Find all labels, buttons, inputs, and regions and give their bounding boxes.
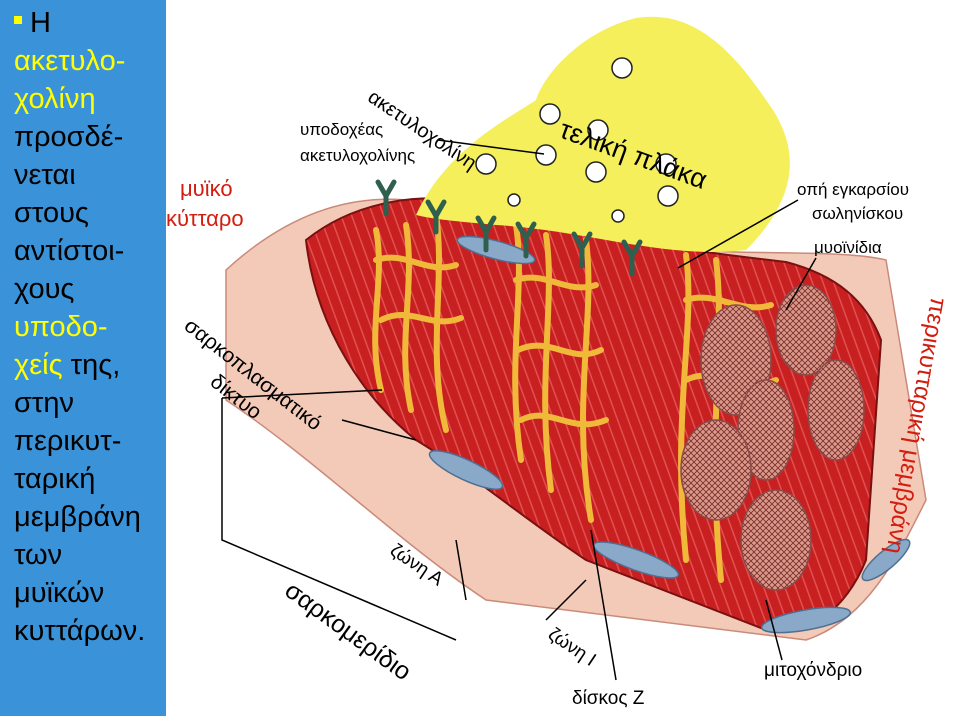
- sidebar-line: κυττάρων.: [14, 612, 164, 650]
- sidebar-line: νεται: [14, 156, 164, 194]
- label-muscle-cell-line2: κύτταρο: [166, 206, 244, 232]
- label-myofibrils: μυοϊνίδια: [814, 238, 882, 258]
- sidebar-line: υποδο-: [14, 308, 164, 346]
- sidebar-line: αντίστοι-: [14, 232, 164, 270]
- sidebar-line: ταρική: [14, 460, 164, 498]
- sidebar-line: ακετυλο-: [14, 42, 164, 80]
- sidebar-line: μυϊκών: [14, 574, 164, 612]
- sidebar-line: χους: [14, 270, 164, 308]
- sidebar-line-text: στους: [14, 197, 89, 229]
- sidebar-line-text: χολίνη: [14, 83, 96, 115]
- sidebar-line: χείς της,: [14, 346, 164, 384]
- sidebar-line: στην: [14, 384, 164, 422]
- sidebar-line-text: αντίστοι-: [14, 235, 124, 267]
- label-receptor-line2: ακετυλοχολίνης: [300, 146, 415, 166]
- label-muscle-cell-line1: μυϊκό: [180, 176, 233, 202]
- sidebar-line-text: των: [14, 539, 62, 571]
- label-mitochondrion: μιτοχόνδριο: [764, 660, 862, 682]
- sidebar-line-text: χείς: [14, 349, 63, 381]
- sidebar-line-text: στην: [14, 387, 74, 419]
- sidebar-line: προσδέ-: [14, 118, 164, 156]
- label-transverse-tubule-line1: οπή εγκαρσίου: [797, 180, 909, 200]
- sidebar-line-text: χους: [14, 273, 74, 305]
- sidebar-line-text: ακετυλο-: [14, 45, 125, 77]
- sidebar-line-text: νεται: [14, 159, 76, 191]
- sidebar-line-text: κυττάρων.: [14, 615, 145, 647]
- sidebar-line: χολίνη: [14, 80, 164, 118]
- sidebar-line: στους: [14, 194, 164, 232]
- sidebar-line-text: μυϊκών: [14, 577, 104, 609]
- bullet-icon: [14, 16, 22, 24]
- sidebar-line: περικυτ-: [14, 422, 164, 460]
- sidebar-line-text: Η: [30, 7, 51, 39]
- muscle-fiber-diagram: [166, 0, 960, 716]
- sidebar-line: μεμβράνη: [14, 498, 164, 536]
- sidebar-line-text: προσδέ-: [14, 121, 123, 153]
- label-transverse-tubule-line2: σωληνίσκου: [812, 204, 903, 224]
- label-z-disc: δίσκος Ζ: [572, 688, 644, 710]
- sidebar-line-text: μεμβράνη: [14, 501, 141, 533]
- sidebar-line-text: περικυτ-: [14, 425, 121, 457]
- sidebar-line-text: ταρική: [14, 463, 95, 495]
- sidebar-line-suffix: της,: [63, 349, 121, 381]
- sidebar-line: Η: [14, 4, 164, 42]
- label-receptor-line1: υποδοχέας: [300, 120, 383, 140]
- sidebar-line: των: [14, 536, 164, 574]
- sidebar-line-text: υποδο-: [14, 311, 108, 343]
